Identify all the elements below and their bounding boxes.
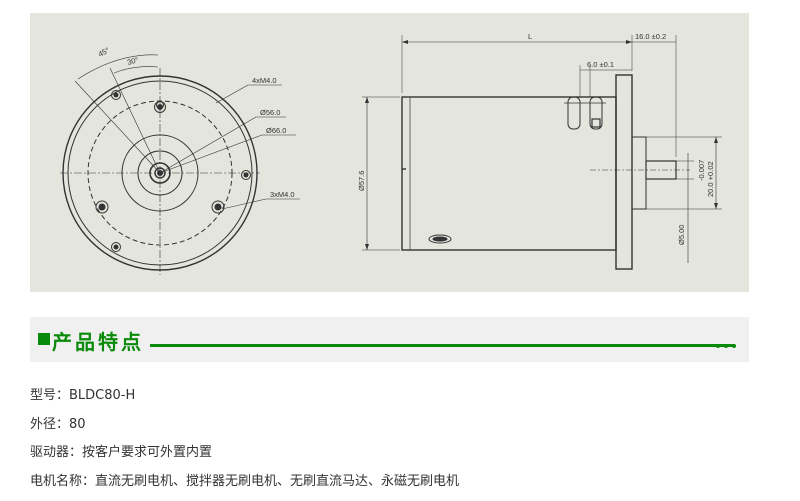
header-divider	[150, 344, 735, 347]
header-square-icon	[38, 333, 50, 345]
front-view	[60, 54, 300, 275]
spec-label: 驱动器：	[30, 445, 83, 461]
section-header: 产品特点	[30, 317, 749, 362]
holes-3-label: 3xM4.0	[270, 190, 295, 199]
holes-4-label: 4xM4.0	[252, 76, 277, 85]
dia-56-label: Ø56.0	[260, 108, 280, 117]
technical-drawing: 45° 30° 4xM4.0 Ø56.0 Ø66.0 3xM4.0	[30, 13, 749, 292]
spec-row-driver: 驱动器：按客户要求可外置内置	[30, 443, 459, 472]
spec-row-motor-name: 电机名称：直流无刷电机、搅拌器无刷电机、无刷直流马达、永磁无刷电机	[30, 472, 459, 501]
slot-dim-label: 6.0 ±0.1	[587, 60, 614, 69]
spec-value: BLDC80-H	[69, 388, 136, 403]
hole-group-3	[95, 101, 225, 214]
angle-45-label: 45°	[97, 45, 111, 58]
spec-list: 型号：BLDC80-H 外径：80 驱动器：按客户要求可外置内置 电机名称：直流…	[30, 386, 459, 501]
spec-value: 按客户要求可外置内置	[82, 445, 213, 461]
header-dot-icon	[732, 344, 736, 348]
drawing-svg: 45° 30° 4xM4.0 Ø56.0 Ø66.0 3xM4.0	[60, 32, 722, 275]
length-label: L	[528, 32, 532, 41]
angle-30-label: 30°	[126, 55, 139, 67]
spec-value: 直流无刷电机、搅拌器无刷电机、无刷直流马达、永磁无刷电机	[95, 474, 460, 490]
flange-dim-label: 16.0 ±0.2	[635, 32, 666, 41]
spec-label: 型号：	[30, 388, 70, 403]
spec-label: 电机名称：	[30, 474, 96, 490]
shaft-dia-label: Ø5.00	[677, 225, 686, 245]
spec-row-model: 型号：BLDC80-H	[30, 386, 459, 415]
spec-row-diameter: 外径：80	[30, 415, 459, 444]
pilot-dim-label: 20.0 +0.02	[706, 161, 715, 197]
spec-label: 外径：	[30, 416, 70, 432]
dia-66-label: Ø66.0	[266, 126, 286, 135]
side-view	[362, 35, 722, 270]
body-dia-label: Ø57.6	[357, 171, 366, 191]
header-dot-icon	[716, 344, 720, 348]
section-title: 产品特点	[52, 330, 144, 354]
header-dot-icon	[724, 344, 728, 348]
spec-value: 80	[69, 416, 86, 432]
shaft-tol-label: -0.007	[697, 160, 706, 181]
